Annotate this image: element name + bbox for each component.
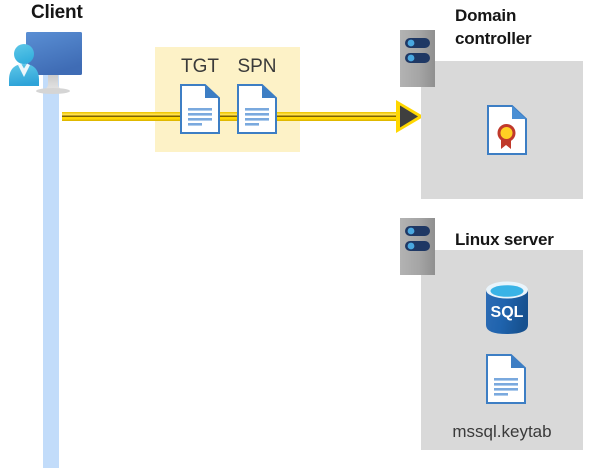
document-icon-spn bbox=[237, 84, 277, 134]
server-rack-icon-domain-controller bbox=[400, 30, 435, 87]
server-rack-icon-linux-server bbox=[400, 218, 435, 275]
linux-server-panel bbox=[421, 250, 583, 450]
token-label-tgt: TGT bbox=[181, 56, 219, 77]
sql-database-text: SQL bbox=[491, 304, 524, 321]
domain-controller-label: Domain controller bbox=[455, 6, 532, 48]
client-lifeline bbox=[43, 60, 59, 468]
arrow-head-icon bbox=[396, 100, 424, 133]
document-icon-tgt bbox=[180, 84, 220, 134]
token-label-spn: SPN bbox=[237, 56, 277, 77]
arrow-segment-left bbox=[62, 112, 156, 121]
sql-database-icon: SQL bbox=[484, 281, 530, 334]
document-icon-keytab bbox=[486, 354, 526, 404]
user-workstation-icon bbox=[8, 30, 100, 94]
arrow-segment-middle bbox=[156, 112, 301, 121]
linux-server-label: Linux server bbox=[455, 230, 554, 249]
certificate-document-icon bbox=[487, 105, 527, 155]
client-label: Client bbox=[31, 2, 83, 23]
keytab-filename-label: mssql.keytab bbox=[452, 422, 552, 441]
arrow-segment-right bbox=[300, 112, 400, 121]
